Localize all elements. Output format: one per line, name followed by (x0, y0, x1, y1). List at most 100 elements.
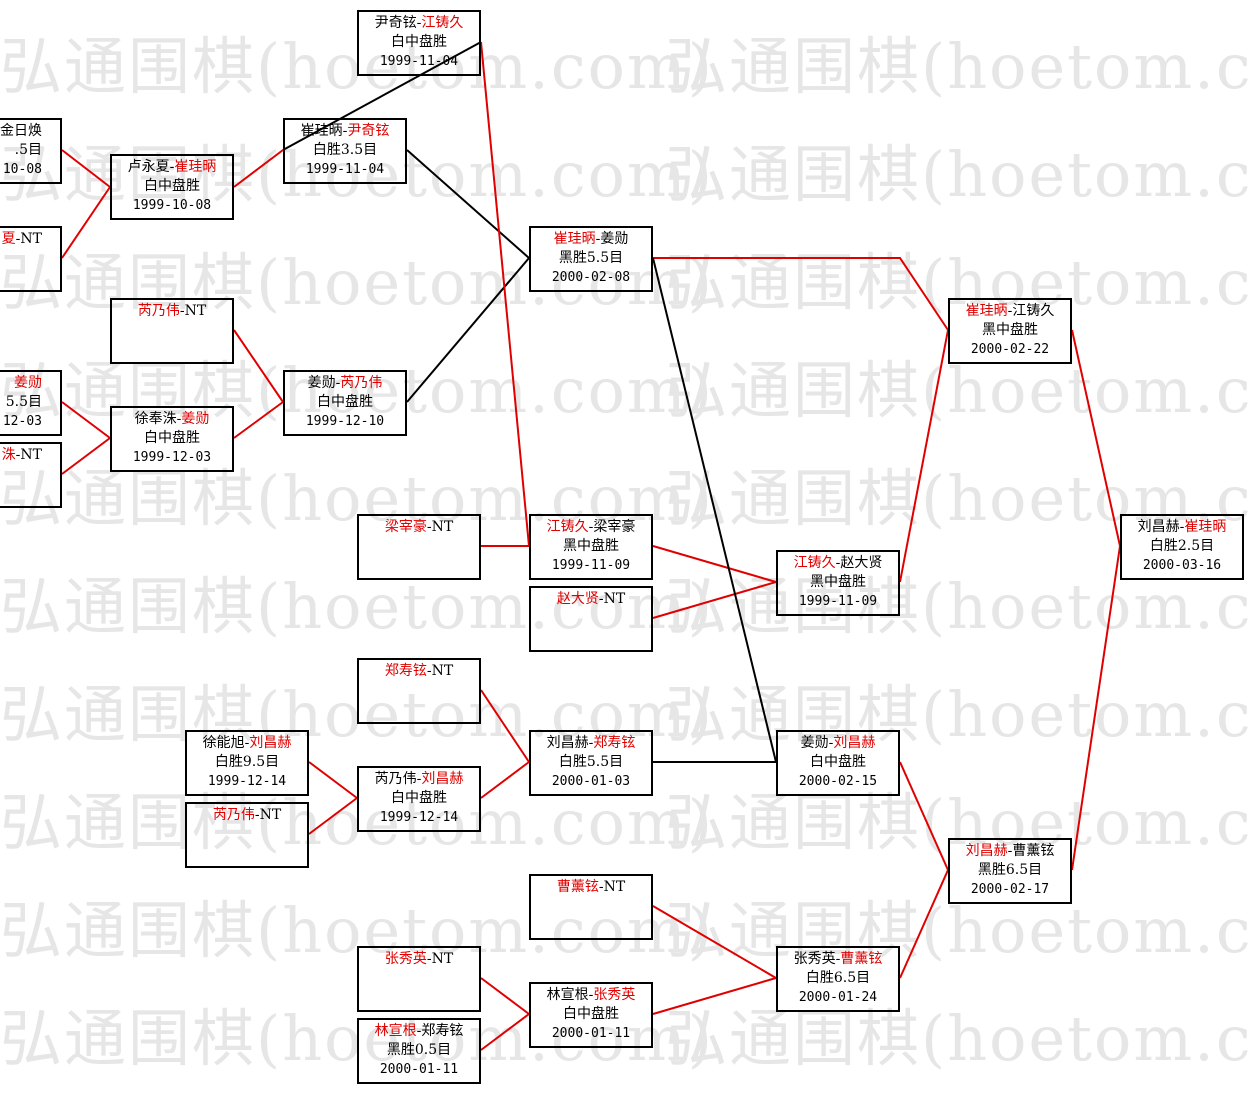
match-box: 梁宰豪-NT (357, 514, 481, 580)
match-date: 1999-11-04 (305, 162, 385, 177)
winner-connector-line (233, 401, 284, 439)
player-two-name: 江铸久 (421, 15, 464, 31)
player-one-name: 曹薰铉 (556, 879, 599, 895)
match-date: 1999-11-09 (551, 558, 631, 573)
player-separator: - (588, 519, 594, 535)
match-result: 黑胜5.5目 (558, 250, 624, 266)
player-two-name: 郑寿铉 (593, 735, 636, 751)
match-result: 白胜6.5目 (805, 970, 871, 986)
watermark-text: 弘通围棋(hoetom.com) (0, 462, 714, 535)
player-one-name: 崔珪昞 (553, 231, 596, 247)
match-players: 张秀英-NT (359, 950, 479, 969)
match-date: 1999-12-14 (207, 774, 287, 789)
match-date: 1999-12-03 (132, 450, 212, 465)
match-date: 2000-02-22 (970, 342, 1050, 357)
connector-line (652, 257, 777, 763)
player-separator: - (335, 375, 341, 391)
match-players: 芮乃伟-刘昌赫 (359, 770, 479, 789)
match-box: 郑寿铉-NT (357, 658, 481, 724)
match-players: 刘昌赫-曹薰铉 (950, 842, 1070, 861)
watermark-text: 弘通围棋(hoetom.com) (665, 354, 1253, 427)
winner-connector-line (652, 581, 777, 619)
player-separator: - (426, 951, 432, 967)
match-date: 2000-02-08 (551, 270, 631, 285)
player-one-name: 芮乃伟 (374, 771, 417, 787)
player-two-name: NT (20, 447, 42, 463)
player-one-name: 刘昌赫 (546, 735, 589, 751)
player-separator: - (595, 231, 601, 247)
player-separator: - (828, 735, 834, 751)
winner-connector-line (61, 437, 111, 475)
player-two-name: NT (431, 663, 454, 679)
winner-connector-line (308, 761, 358, 799)
match-result: 5.5目 (5, 394, 42, 410)
winner-connector-line (1071, 545, 1121, 871)
match-date: 2000-03-16 (1142, 558, 1222, 573)
watermark-text: 弘通围棋(hoetom.com) (665, 462, 1253, 535)
winner-connector-line (308, 797, 358, 835)
winner-connector-line (899, 761, 949, 871)
match-players: 江铸久-赵大贤 (778, 554, 898, 573)
match-players: 洙-NT (0, 446, 42, 465)
match-result: 白中盘胜 (810, 754, 866, 770)
watermark-text: 弘通围棋(hoetom.com) (0, 30, 714, 103)
match-players: 徐能旭-刘昌赫 (187, 734, 307, 753)
winner-connector-line (652, 905, 777, 979)
player-separator: - (169, 159, 175, 175)
match-players: 姜勋 (0, 374, 42, 393)
player-separator: - (426, 519, 432, 535)
player-one-name: 张秀英 (793, 951, 836, 967)
player-separator: - (1179, 519, 1185, 535)
match-players: 林宣根-张秀英 (531, 986, 651, 1005)
match-result: 白中盘胜 (563, 1006, 619, 1022)
player-one-name: 江铸久 (546, 519, 589, 535)
match-box: 曹薰铉-NT (529, 874, 653, 940)
winner-connector-line (233, 149, 284, 188)
player-one-name: 卢永夏 (127, 159, 170, 175)
connector-line (406, 257, 530, 403)
player-two-name: 曹薰铉 (1012, 843, 1055, 859)
watermark-text: 弘通围棋(hoetom.com) (0, 678, 714, 751)
player-one-name: 江铸久 (793, 555, 836, 571)
player-two-name: 姜勋 (600, 231, 629, 247)
watermark-text: 弘通围棋(hoetom.com) (0, 894, 714, 967)
match-players: 刘昌赫-郑寿铉 (531, 734, 651, 753)
match-date: 2000-01-03 (551, 774, 631, 789)
watermark-text: 弘通围棋(hoetom.com) (665, 894, 1253, 967)
match-result: 白中盘胜 (391, 34, 447, 50)
player-separator: - (835, 555, 841, 571)
player-two-name: 崔珪昞 (1184, 519, 1227, 535)
player-separator: - (598, 591, 604, 607)
match-result: 黑胜0.5目 (386, 1042, 452, 1058)
player-separator: - (176, 411, 182, 427)
connector-line (282, 41, 482, 151)
player-two-name: 姜勋 (181, 411, 210, 427)
watermark-text: 弘通围棋(hoetom.com) (665, 786, 1253, 859)
player-one-name: 姜勋 (307, 375, 336, 391)
player-one-name: 刘昌赫 (1137, 519, 1180, 535)
watermark-text: 弘通围棋(hoetom.com) (0, 138, 714, 211)
match-players: 芮乃伟-NT (187, 806, 307, 825)
match-result: 白中盘胜 (144, 430, 200, 446)
match-result: 白中盘胜 (317, 394, 373, 410)
match-box: 赵大贤-NT (529, 586, 653, 652)
watermark-text: 弘通围棋(hoetom.com) (665, 1002, 1253, 1075)
match-box: 洙-NT (0, 442, 62, 508)
player-two-name: 姜勋 (14, 375, 42, 391)
winner-connector-line (233, 329, 284, 403)
player-two-name: NT (431, 519, 454, 535)
player-one-name: 崔珪昞 (965, 303, 1008, 319)
